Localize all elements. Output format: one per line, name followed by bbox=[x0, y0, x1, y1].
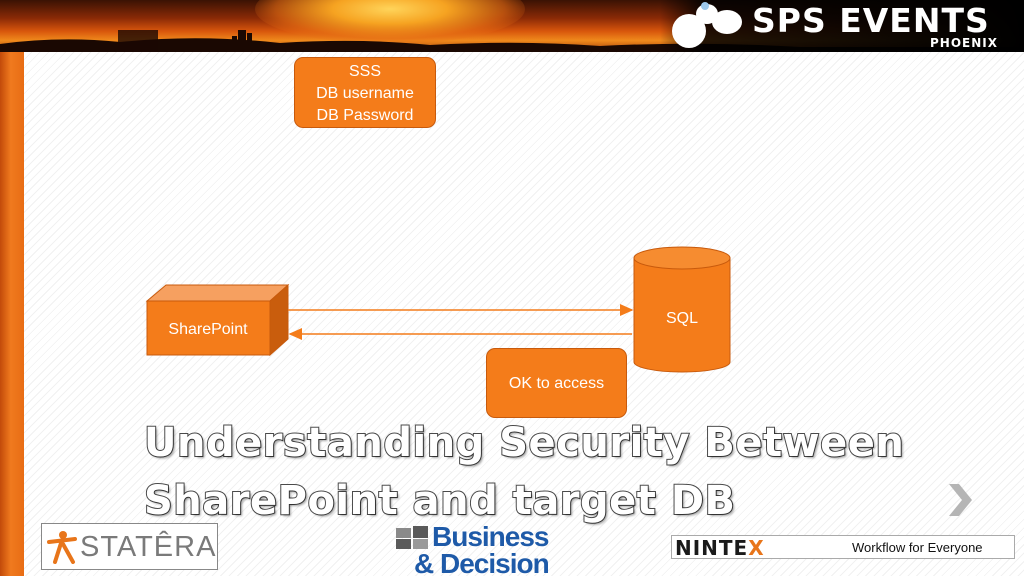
ok-to-access-box: OK to access bbox=[486, 348, 627, 418]
brand-subtitle: PHOENIX bbox=[930, 36, 998, 50]
slide-title-line-1: Understanding Security Between bbox=[144, 420, 904, 466]
left-accent-strip bbox=[0, 52, 24, 576]
bd-squares-icon bbox=[396, 526, 430, 550]
brand-title: SPS EVENTS bbox=[752, 2, 990, 40]
chevron-right-icon[interactable] bbox=[945, 481, 975, 519]
db-password-line: DB Password bbox=[295, 105, 435, 127]
sss-line: SSS bbox=[295, 61, 435, 83]
nintex-tagline: Workflow for Everyone bbox=[852, 540, 983, 556]
nintex-logo: NINTEX Workflow for Everyone bbox=[671, 535, 1015, 559]
nintex-name-main: NINTE bbox=[675, 536, 748, 560]
nintex-name: NINTEX bbox=[675, 537, 765, 559]
business-decision-logo: Business & Decision bbox=[396, 524, 592, 576]
slide-title-line-2: SharePoint and target DB bbox=[144, 478, 736, 524]
bd-name-line-2: & Decision bbox=[414, 549, 549, 579]
nintex-name-x: X bbox=[748, 536, 764, 560]
db-username-line: DB username bbox=[295, 83, 435, 105]
statera-logo: STATÊRA bbox=[41, 523, 218, 570]
statera-name: STATÊRA bbox=[80, 531, 216, 563]
sss-credentials-box: SSS DB username DB Password bbox=[294, 57, 436, 128]
header-banner: SPS EVENTS PHOENIX bbox=[0, 0, 1024, 52]
statera-figure-icon bbox=[46, 530, 78, 564]
